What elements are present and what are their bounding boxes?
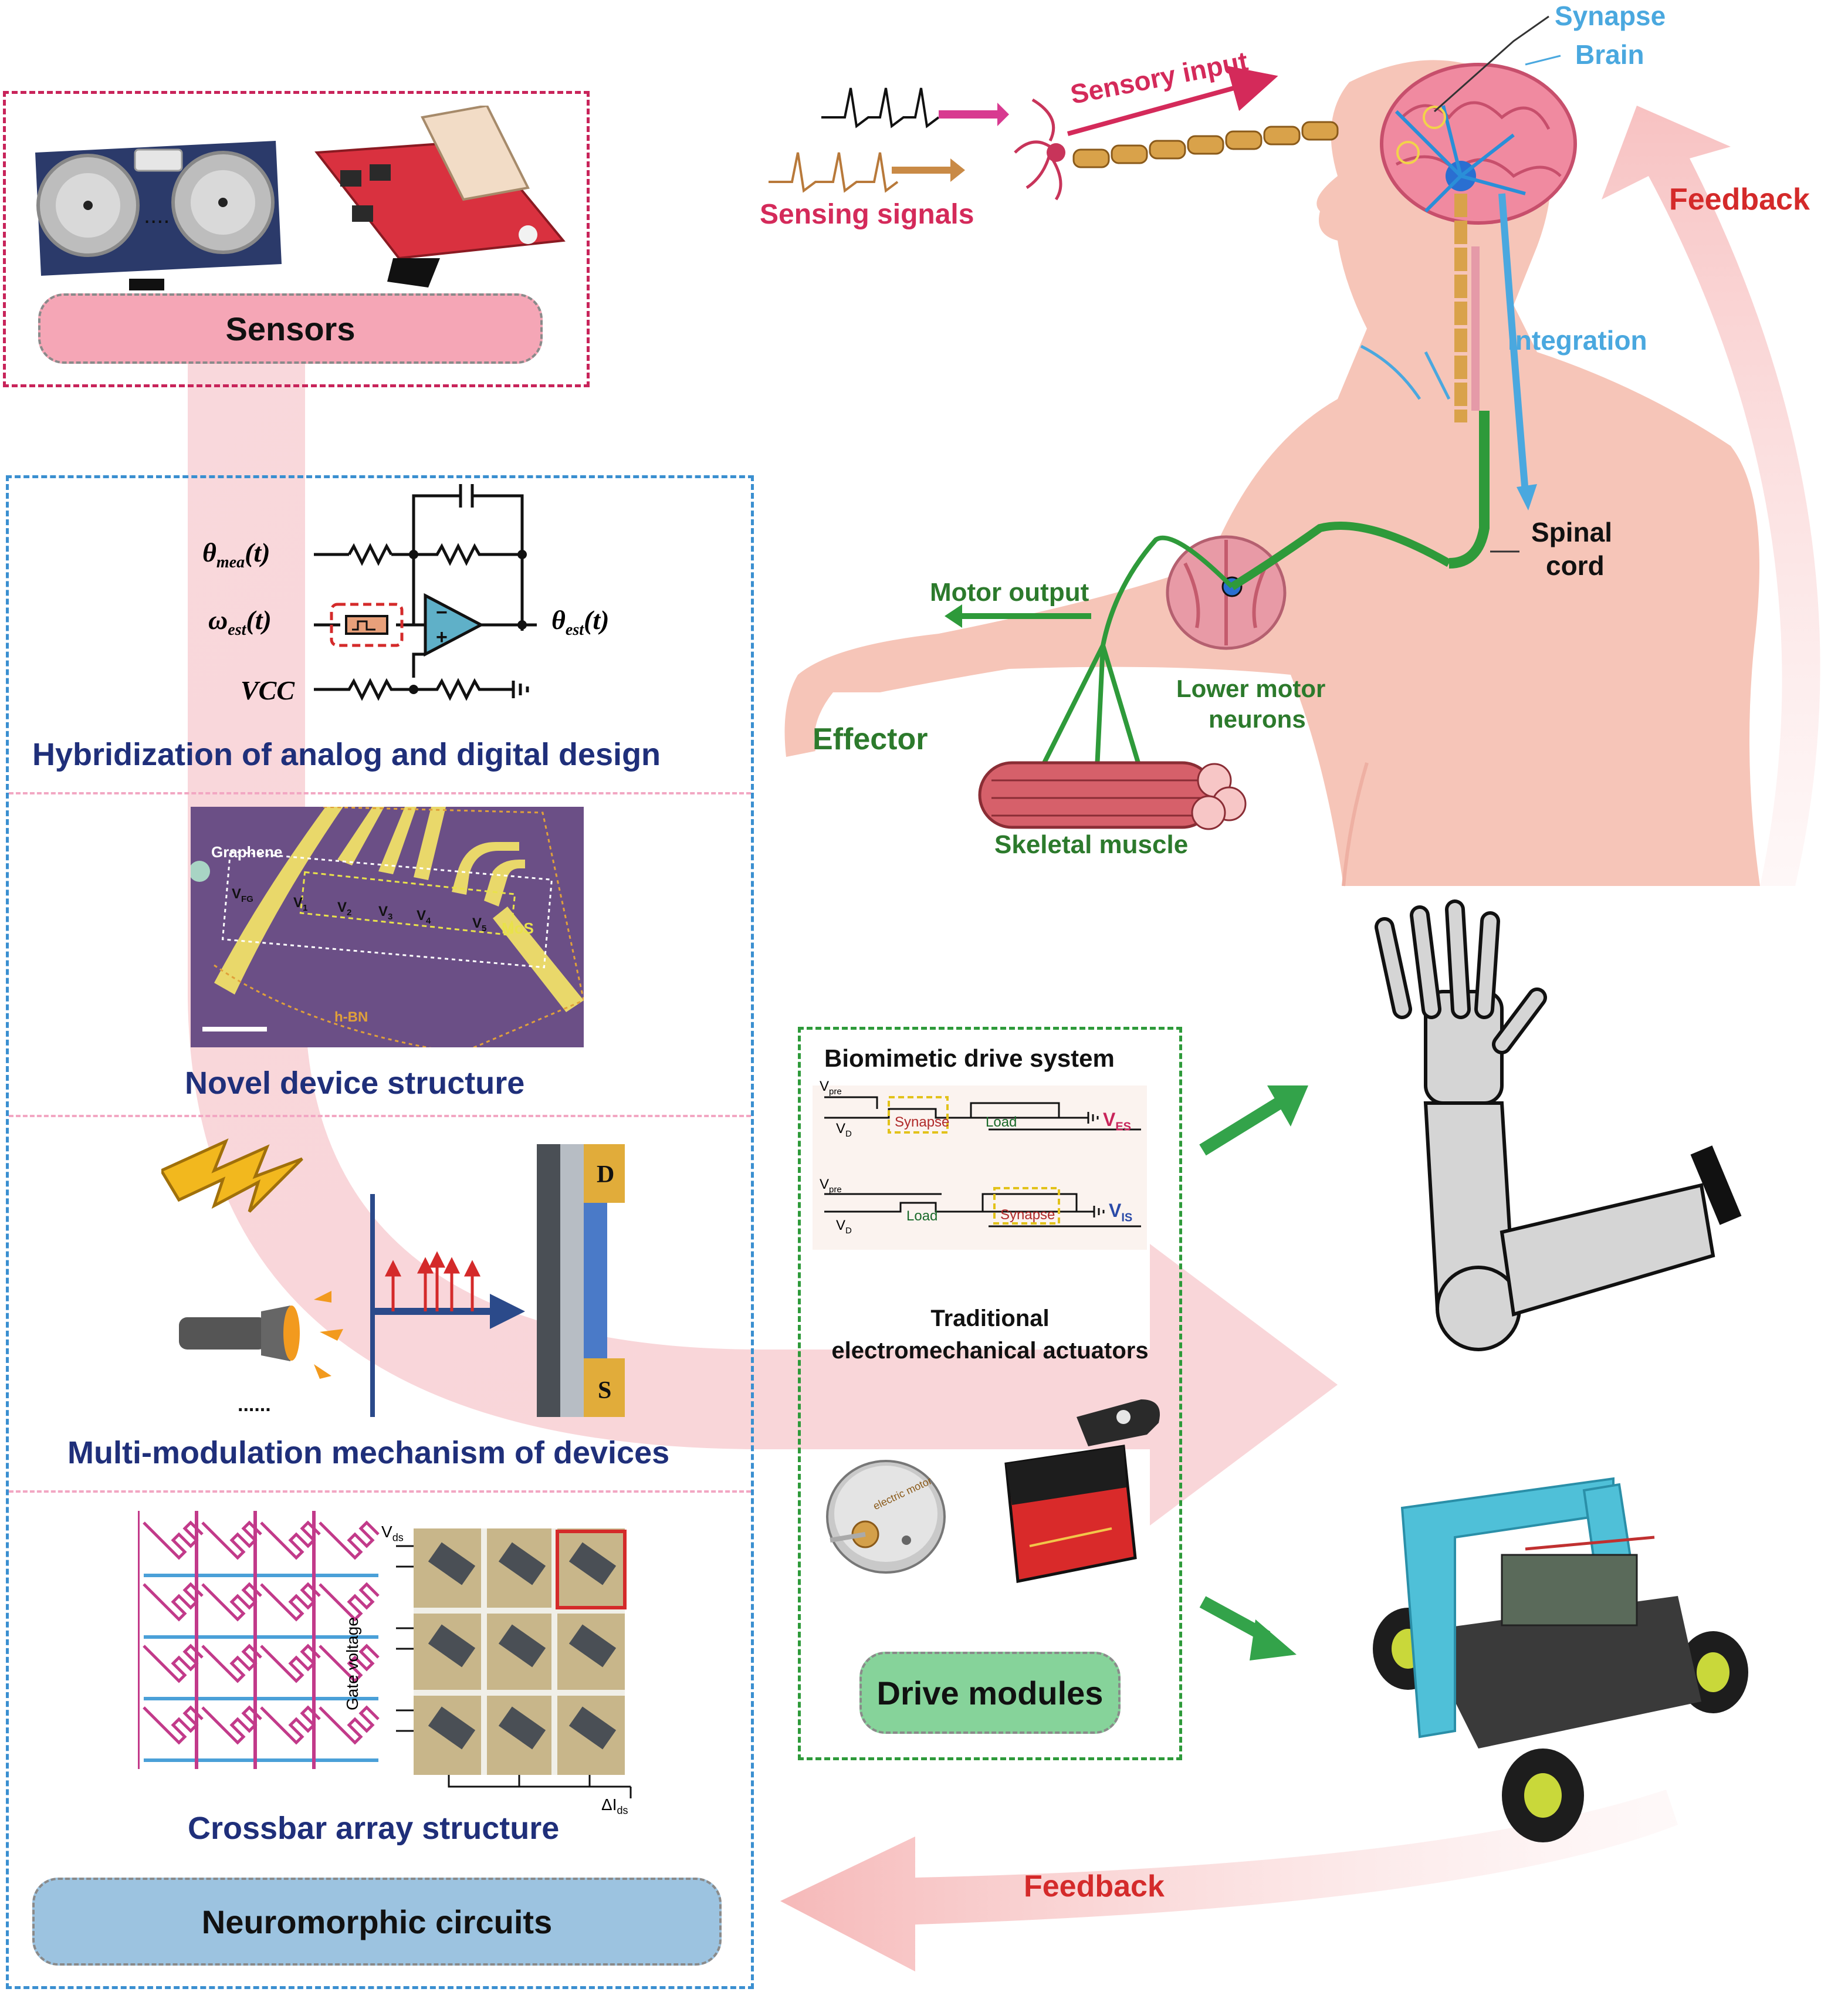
label-leader-lines <box>1434 15 1561 553</box>
motor-pathway <box>945 522 1451 769</box>
opamp-minus-sign: − <box>436 601 448 624</box>
vd-label-2: VD <box>836 1217 852 1236</box>
robot-car-illustration <box>1373 1477 1748 1842</box>
modulation-title: Multi-modulation mechanism of devices <box>67 1435 670 1470</box>
vd-label-1: VD <box>836 1121 852 1139</box>
mos-label: MoS <box>502 919 534 937</box>
feedback-label-bottom: Feedback <box>1024 1869 1165 1903</box>
ves-label: VES <box>1103 1109 1132 1134</box>
v3-label: V3 <box>378 904 393 922</box>
hbn-label: h-BN <box>334 1009 368 1025</box>
v5-label: V5 <box>472 915 487 934</box>
device-micrograph: Graphene VFG V1 V2 V3 V4 V5 MoS h-BN <box>191 807 584 1047</box>
section-divider <box>9 1115 751 1117</box>
more-stimuli-ellipsis: ...... <box>238 1394 271 1416</box>
vds-label: Vds <box>381 1523 404 1544</box>
load-label-2: Load <box>906 1208 937 1224</box>
feedback-label-top: Feedback <box>1669 182 1810 217</box>
drive-modules-label: Drive modules <box>876 1674 1104 1712</box>
traditional-actuators-line1: Traditional <box>930 1306 1050 1331</box>
gate-voltage-label: Gate voltage <box>343 1617 361 1710</box>
section-divider <box>9 792 751 794</box>
drive-modules-panel: Biomimetic drive system Synapse Load Loa… <box>798 1027 1182 1760</box>
transistor-array <box>396 1528 632 1798</box>
integration-label: Integration <box>1508 325 1647 356</box>
lower-motor-neurons-line1: Lower motor <box>1176 675 1326 702</box>
graphene-label: Graphene <box>211 843 283 861</box>
v4-label: V4 <box>417 908 431 926</box>
optical-sensor-module-icon <box>314 106 566 288</box>
analog-digital-circuit-schematic: − + <box>314 484 537 701</box>
effector-label: Effector <box>813 722 928 756</box>
v2-label: V2 <box>337 899 352 918</box>
skeletal-muscle <box>978 761 1247 830</box>
vcc-label: VCC <box>241 675 295 705</box>
memristor-crossbar <box>138 1511 378 1769</box>
drain-label: D <box>597 1161 614 1188</box>
neuromorphic-circuits-label: Neuromorphic circuits <box>201 1903 553 1940</box>
sensory-neuron <box>1014 66 1339 201</box>
drive-modules-pill: Drive modules <box>859 1652 1121 1734</box>
signal-flow-arrow <box>188 346 1338 1526</box>
sensing-signal-traces <box>769 87 1009 193</box>
biomimetic-schematic: Synapse Load Load Synapse Vpre VD VES Vp… <box>813 1078 1147 1250</box>
opamp-plus-sign: + <box>436 626 448 648</box>
neuromorphic-circuits-pill: Neuromorphic circuits <box>32 1878 722 1966</box>
spinal-cord-label-line1: Spinal <box>1531 517 1613 547</box>
traditional-actuators-line2: electromechanical actuators <box>831 1338 1149 1364</box>
sensors-label: Sensors <box>225 310 356 347</box>
lightning-icon <box>161 1138 303 1213</box>
omega-est-label: ωest(t) <box>208 605 272 640</box>
svg-text:....: .... <box>144 202 170 228</box>
feedback-arrow-bottom <box>780 1790 1678 1971</box>
sensors-panel: .... Sensors <box>3 91 590 387</box>
vis-label: VIS <box>1109 1200 1133 1225</box>
human-body <box>784 60 1760 887</box>
load-label-1: Load <box>986 1114 1017 1130</box>
modulation-illustration: D S ...... <box>161 1138 625 1417</box>
crossbar-array-diagram <box>138 1511 632 1798</box>
vfg-label: VFG <box>232 886 253 904</box>
device-structure-title: Novel device structure <box>185 1066 525 1101</box>
section-divider <box>9 1490 751 1493</box>
skeletal-muscle-label: Skeletal muscle <box>994 830 1189 859</box>
neuromorphic-circuits-panel: − + θmea(t) ωest(t) θest(t) VCC Hybridiz… <box>6 475 754 1989</box>
electric-motor-icon: electric motor <box>826 1460 946 1574</box>
synapse-label-1: Synapse <box>895 1114 949 1130</box>
theta-est-label: θest(t) <box>551 605 610 640</box>
v1-label: V1 <box>293 895 308 913</box>
synapse-label: Synapse <box>1555 1 1666 31</box>
brain-label: Brain <box>1575 39 1644 70</box>
lower-motor-neurons-line2: neurons <box>1209 705 1306 733</box>
biomimetic-circuit-lines: Synapse Load Load Synapse <box>824 1096 1141 1227</box>
spinal-cord-label-line2: cord <box>1546 550 1605 581</box>
sensors-pill: Sensors <box>38 293 543 364</box>
vpre-label-1: Vpre <box>820 1078 842 1097</box>
source-label: S <box>598 1377 611 1404</box>
biomimetic-drive-title: Biomimetic drive system <box>824 1044 1115 1072</box>
vpre-label-2: Vpre <box>820 1176 842 1195</box>
feedback-arrow-top <box>1602 106 1820 886</box>
theta-mea-label: θmea(t) <box>202 537 270 572</box>
delta-ids-label: ΔIds <box>601 1795 628 1817</box>
servo-motor-icon <box>1004 1399 1160 1583</box>
robotic-arm-illustration <box>1375 899 1742 1351</box>
motor-output-label: Motor output <box>930 578 1089 607</box>
brain-illustration <box>1380 63 1577 225</box>
ultrasonic-sensor-icon: .... <box>35 141 282 290</box>
crossbar-title: Crossbar array structure <box>188 1811 560 1846</box>
spinal-cross-section <box>1166 535 1287 650</box>
synapse-label-2: Synapse <box>1000 1207 1055 1223</box>
micrograph-overlay <box>191 807 584 1047</box>
spinal-cord-tracts <box>1360 193 1537 569</box>
hybrid-design-title: Hybridization of analog and digital desi… <box>32 737 661 772</box>
flashlight-icon <box>179 1291 343 1379</box>
output-arrows <box>1199 1085 1308 1660</box>
sensing-signals-label: Sensing signals <box>760 199 974 230</box>
